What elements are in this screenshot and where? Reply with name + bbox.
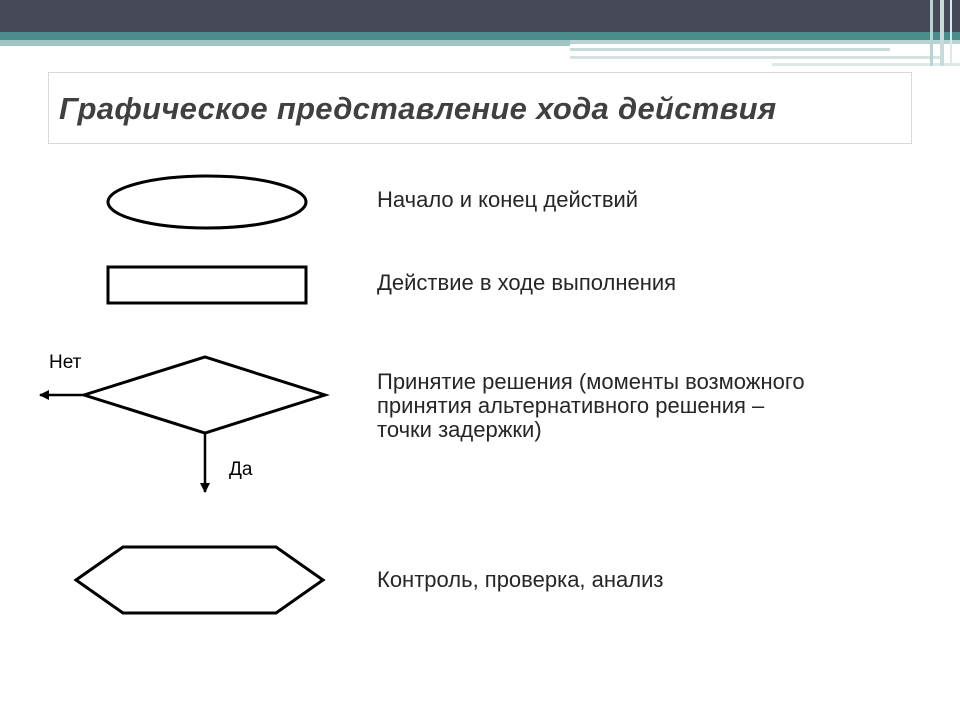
- header-band-stripe-2: [570, 48, 890, 51]
- legend-line: Принятие решения (моменты возможного: [377, 369, 805, 394]
- legend-text-start-end: Начало и конец действий: [377, 188, 917, 212]
- header-band-dark: [0, 0, 960, 32]
- rectangle-icon: [106, 265, 308, 305]
- page-title: Графическое представление хода действия: [59, 91, 777, 126]
- header-band-teal: [0, 32, 960, 40]
- title-box: Графическое представление хода действия: [48, 72, 912, 144]
- header-band-stripe-3: [570, 56, 940, 59]
- legend-line: точки задержки): [377, 417, 542, 442]
- legend-line: Действие в ходе выполнения: [377, 270, 677, 295]
- legend-line: Начало и конец действий: [377, 187, 639, 212]
- hexagon-icon: [73, 545, 326, 615]
- legend-line: Контроль, проверка, анализ: [377, 567, 664, 592]
- yes-label: Да: [229, 459, 253, 480]
- ellipse-icon: [106, 174, 308, 230]
- legend-text-action: Действие в ходе выполнения: [377, 271, 917, 295]
- legend-text-decision: Принятие решения (моменты возможного при…: [377, 370, 917, 442]
- legend-text-control: Контроль, проверка, анализ: [377, 568, 917, 592]
- legend-line: принятия альтернативного решения –: [377, 393, 765, 418]
- header-band-light: [0, 40, 570, 46]
- header-band-stripe-1: [570, 40, 960, 44]
- header-band-vline-3: [950, 0, 952, 66]
- diamond-icon: [78, 355, 330, 435]
- header-band-vline-2: [940, 0, 944, 66]
- no-label: Нет: [49, 352, 82, 373]
- header-band-stripe-4: [772, 63, 960, 66]
- header-band: [0, 0, 960, 66]
- header-band-vline-1: [930, 0, 933, 66]
